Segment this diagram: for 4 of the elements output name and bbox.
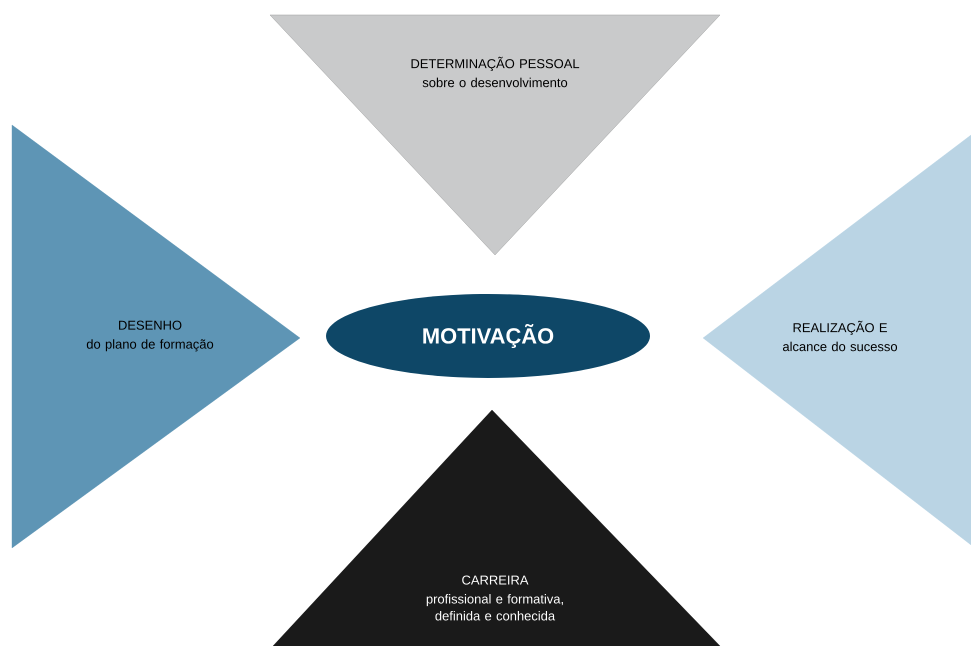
triangle: DESENHO do plano de formação [12, 124, 300, 548]
triangle: DETERMINAÇÃO PESSOAL sobre o desenvolvimento [270, 14, 720, 256]
triangle: CARREIRA profissional e formativa, definida e conhecida [272, 410, 720, 646]
triangle: REALIZAÇÃO E alcance do sucesso [702, 134, 971, 546]
